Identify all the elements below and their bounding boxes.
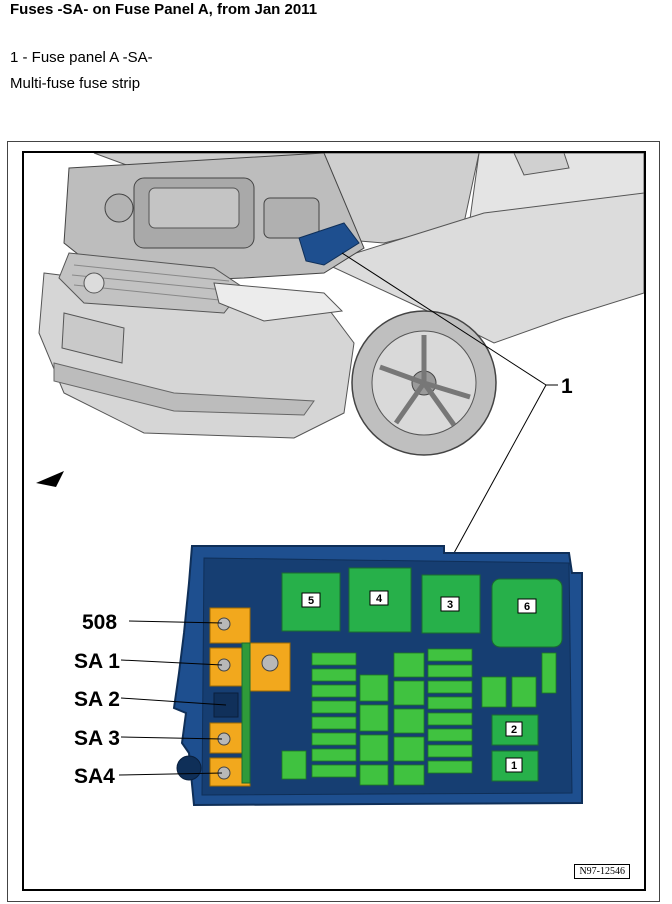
label-sa2: SA 2 bbox=[74, 688, 120, 711]
figure-code: N97-12546 bbox=[574, 864, 630, 879]
figure-illustration: 1 5 4 3 6 bbox=[22, 151, 646, 891]
legend-item-fuse-strip: Multi-fuse fuse strip bbox=[10, 75, 141, 92]
legend-item-fuse-panel: 1 - Fuse panel A -SA- bbox=[10, 49, 153, 66]
callout-1: 1 bbox=[561, 375, 573, 398]
relay-number-1: 1 bbox=[511, 760, 517, 772]
figure-frame: 1 5 4 3 6 bbox=[7, 141, 660, 902]
page-title: Fuses -SA- on Fuse Panel A, from Jan 201… bbox=[10, 1, 318, 18]
relay-number-3: 3 bbox=[447, 599, 453, 611]
label-sa3: SA 3 bbox=[74, 727, 120, 750]
relay-number-5: 5 bbox=[308, 595, 314, 607]
fuse-panel-diagram: 1 5 4 3 6 bbox=[36, 153, 644, 807]
label-sa1: SA 1 bbox=[74, 650, 120, 673]
label-sa4: SA4 bbox=[74, 765, 115, 788]
relay-number-6: 6 bbox=[524, 601, 530, 613]
direction-arrow-icon bbox=[36, 471, 64, 487]
label-508: 508 bbox=[82, 611, 117, 634]
fuse-panel-A: 5 4 3 6 bbox=[172, 545, 583, 807]
relay-number-4: 4 bbox=[376, 593, 383, 605]
car-illustration bbox=[38, 153, 644, 456]
relay-number-2: 2 bbox=[511, 724, 517, 736]
